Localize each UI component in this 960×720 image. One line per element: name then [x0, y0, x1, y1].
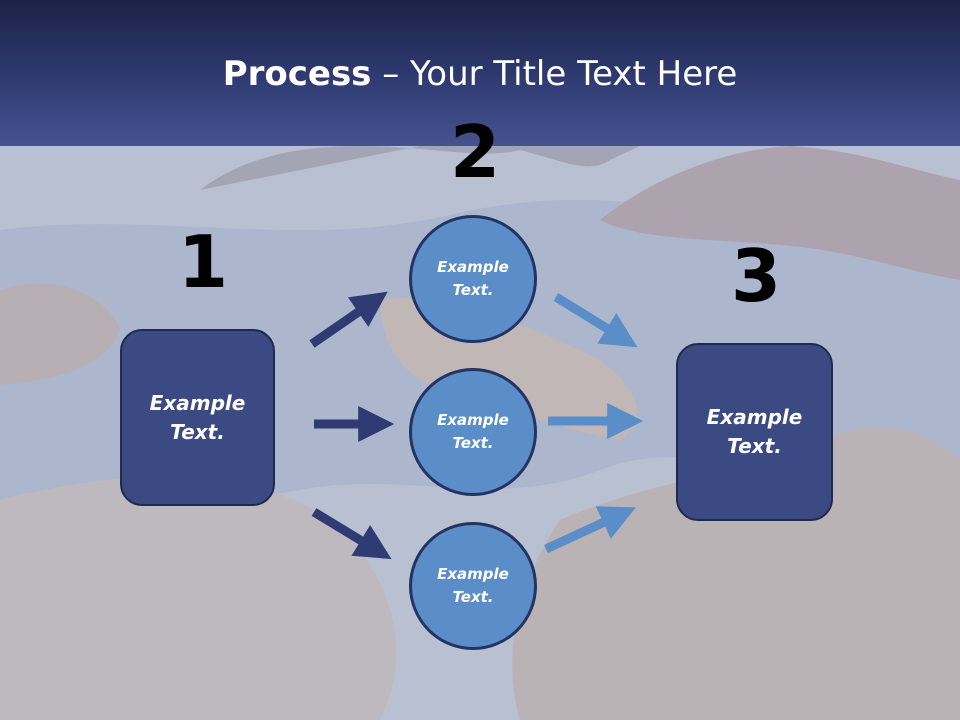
slide-title: Process – Your Title Text Here: [0, 52, 960, 96]
step-number-3: 3: [731, 234, 782, 318]
title-rest: – Your Title Text Here: [371, 54, 738, 94]
step-number-1: 1: [178, 220, 229, 304]
process-circle-bottom: Example Text.: [409, 522, 537, 650]
process-circle-middle-text: Example Text.: [437, 411, 509, 452]
process-circle-bottom-text: Example Text.: [437, 565, 509, 606]
process-box-step-1: Example Text.: [120, 329, 275, 506]
title-bar: [0, 0, 960, 146]
title-bold: Process: [222, 54, 372, 94]
process-circle-middle: Example Text.: [409, 368, 537, 496]
process-box-step-3-text: Example Text.: [706, 405, 803, 458]
process-box-step-3: Example Text.: [676, 343, 833, 521]
process-circle-top: Example Text.: [409, 215, 537, 343]
process-circle-top-text: Example Text.: [437, 258, 509, 299]
process-box-step-1-text: Example Text.: [149, 390, 246, 444]
step-number-2: 2: [450, 110, 501, 194]
